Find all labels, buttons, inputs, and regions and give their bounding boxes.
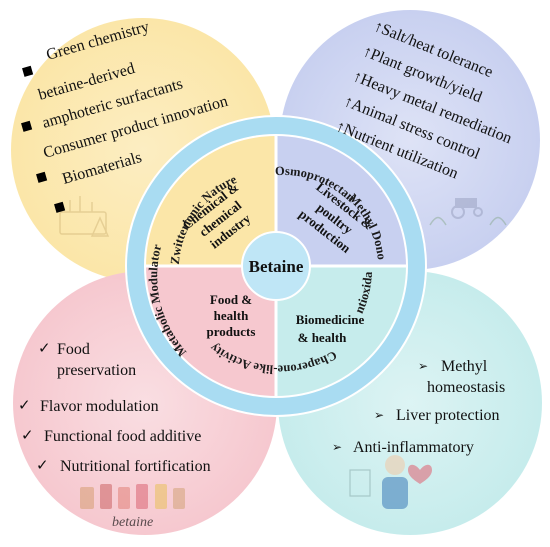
list-item: Methyl [441, 358, 488, 375]
svg-text:products: products [207, 324, 256, 339]
livestock-quadrant [276, 136, 406, 266]
check-icon: ✓ [38, 341, 51, 357]
watermark-logo: betaine [112, 515, 153, 530]
center-circle [241, 231, 311, 301]
lab-flask-icon [59, 196, 110, 237]
bullet-square-icon [21, 120, 33, 132]
list-item: Liver protection [396, 407, 500, 424]
bio-items-list: ➢ Methyl homeostasis ➢ Liver protection … [332, 358, 505, 456]
list-item: Flavor modulation [40, 398, 159, 415]
doctor-icon [349, 455, 432, 509]
food-items-list: ✓ Food preservation ✓ Flavor modulation … [18, 341, 211, 530]
svg-text:Biomedicine: Biomedicine [296, 312, 365, 327]
svg-text:Food &: Food & [210, 292, 252, 307]
food-quadrant-label: Food & health products [207, 292, 256, 339]
list-item: Food [57, 341, 90, 358]
biomedicine-quadrant [276, 266, 406, 396]
center-title: Betaine [249, 257, 304, 276]
bullet-square-icon [36, 171, 48, 183]
check-icon: ✓ [18, 398, 31, 414]
check-icon: ✓ [21, 428, 34, 444]
svg-text:health: health [214, 308, 249, 323]
bullet-square-icon [22, 65, 34, 77]
list-item: Functional food additive [44, 428, 201, 445]
list-item: Nutritional fortification [60, 458, 211, 475]
bottles-icon [80, 484, 185, 509]
bullet-square-icon [54, 201, 66, 213]
svg-text:& health: & health [298, 330, 348, 345]
list-item: homeostasis [427, 379, 505, 396]
chemical-quadrant [146, 136, 276, 266]
list-item: preservation [57, 362, 136, 379]
arrow-bullet-icon: ➢ [418, 359, 428, 373]
check-icon: ✓ [36, 458, 49, 474]
biomedicine-quadrant-label: Biomedicine & health [296, 312, 365, 345]
food-quadrant [146, 266, 276, 396]
tractor-icon [429, 198, 507, 226]
list-item: Anti-inflammatory [353, 439, 474, 456]
arrow-bullet-icon: ➢ [332, 440, 342, 454]
arrow-bullet-icon: ➢ [374, 408, 384, 422]
